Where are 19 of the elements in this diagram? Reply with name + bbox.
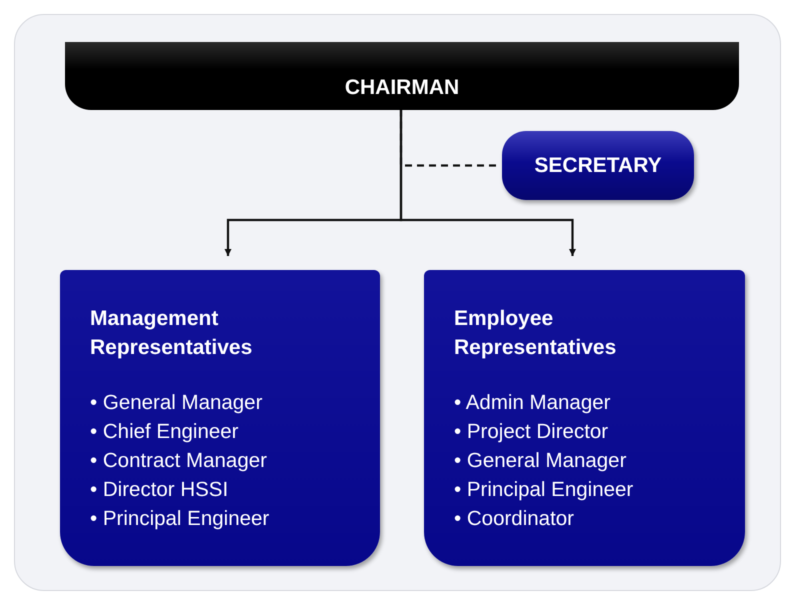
group-card (424, 270, 745, 566)
member-item: • Project Director (454, 419, 610, 445)
arrow (400, 110, 576, 256)
member-item: • Director HSSI (90, 477, 230, 503)
member-item: • General Manager (454, 448, 628, 474)
role-label: CHAIRMAN (344, 76, 460, 100)
role-pill (502, 131, 694, 200)
group-heading: Management Representatives (90, 306, 254, 361)
member-item: • Principal Engineer (454, 477, 634, 503)
member-item: • Coordinator (454, 506, 575, 532)
member-item: • Admin Manager (454, 390, 612, 416)
role-label: SECRETARY (534, 154, 662, 178)
member-item: • Principal Engineer (90, 506, 270, 532)
group-heading: Employee Representatives (454, 306, 618, 361)
group-card (60, 270, 380, 566)
title-bar (65, 42, 739, 110)
member-item: • Chief Engineer (90, 419, 240, 445)
member-item: • General Manager (90, 390, 264, 416)
member-item: • Contract Manager (90, 448, 268, 474)
